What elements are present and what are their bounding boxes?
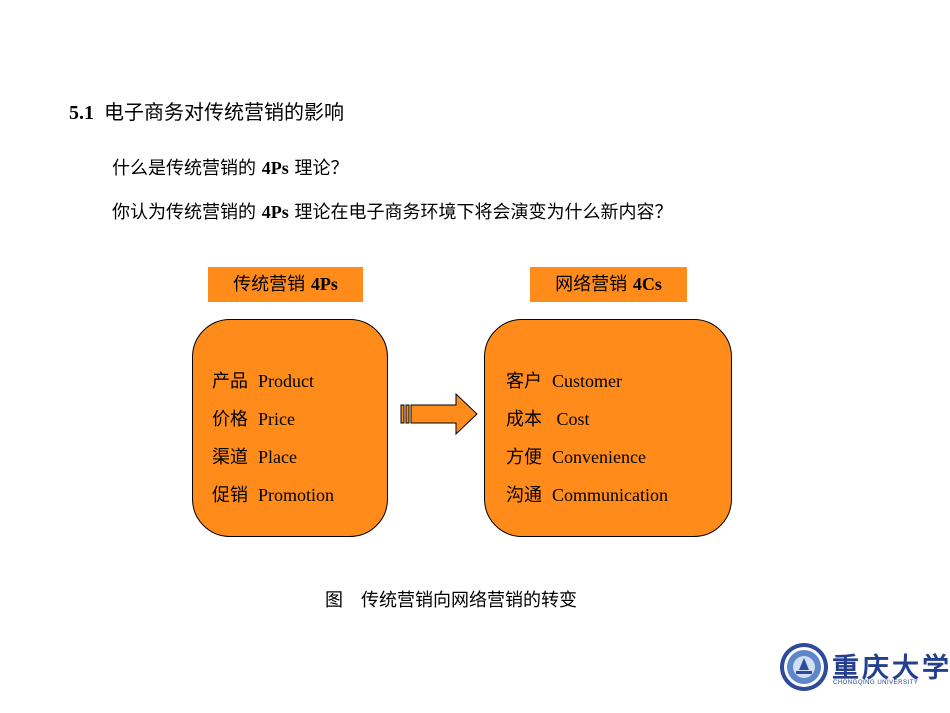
- item-communication-zh: 沟通: [506, 485, 542, 506]
- box-4cs: [484, 319, 732, 537]
- item-promotion-en: Promotion: [258, 485, 335, 505]
- question-1-pre: 什么是传统营销的: [112, 158, 262, 179]
- figure-caption: 图传统营销向网络营销的转变: [325, 586, 577, 612]
- item-communication: 沟通 Communication: [506, 481, 668, 507]
- question-1: 什么是传统营销的 4Ps 理论？: [112, 154, 348, 180]
- item-promotion: 促销 Promotion: [212, 481, 334, 507]
- figure-caption-text: 传统营销向网络营销的转变: [361, 590, 577, 611]
- label-4ps-bold: 4Ps: [310, 274, 338, 294]
- item-product: 产品 Product: [212, 367, 314, 393]
- university-logo-subtitle: CHONGQING UNIVERSITY: [833, 680, 919, 686]
- item-convenience: 方便 Convenience: [506, 443, 646, 469]
- item-customer-zh: 客户: [506, 371, 542, 392]
- item-product-en: Product: [258, 371, 314, 391]
- label-4cs: 网络营销 4Cs: [530, 267, 687, 302]
- section-number: 5.1: [69, 102, 94, 124]
- question-2: 你认为传统营销的 4Ps 理论在电子商务环境下将会演变为什么新内容？: [112, 198, 672, 224]
- item-convenience-en: Convenience: [552, 447, 646, 467]
- section-title-text: 电子商务对传统营销的影响: [104, 100, 344, 124]
- item-product-zh: 产品: [212, 371, 248, 392]
- university-emblem-icon: [780, 643, 828, 691]
- item-price-zh: 价格: [212, 409, 248, 430]
- item-place: 渠道 Place: [212, 443, 297, 469]
- box-4ps: [192, 319, 388, 537]
- question-1-post: 理论？: [288, 158, 349, 179]
- question-2-bold: 4Ps: [261, 202, 289, 222]
- item-cost-en: Cost: [552, 409, 590, 429]
- question-1-bold: 4Ps: [261, 158, 289, 178]
- item-price: 价格 Price: [212, 405, 295, 431]
- section-title: 5.1 电子商务对传统营销的影响: [69, 96, 344, 125]
- figure-label: 图: [325, 590, 343, 611]
- right-arrow-icon: [400, 392, 478, 436]
- item-promotion-zh: 促销: [212, 485, 248, 506]
- label-4ps-zh: 传统营销: [233, 274, 311, 295]
- item-cost: 成本 Cost: [506, 405, 590, 431]
- label-4cs-bold: 4Cs: [632, 274, 662, 294]
- item-customer: 客户 Customer: [506, 367, 622, 393]
- item-cost-zh: 成本: [506, 409, 542, 430]
- question-2-pre: 你认为传统营销的: [112, 202, 262, 223]
- question-2-post: 理论在电子商务环境下将会演变为什么新内容？: [288, 202, 673, 223]
- label-4ps: 传统营销 4Ps: [208, 267, 363, 302]
- item-customer-en: Customer: [552, 371, 622, 391]
- item-place-zh: 渠道: [212, 447, 248, 468]
- item-communication-en: Communication: [552, 485, 668, 505]
- item-convenience-zh: 方便: [506, 447, 542, 468]
- item-place-en: Place: [258, 447, 297, 467]
- label-4cs-zh: 网络营销: [555, 274, 633, 295]
- university-logo-name: 重庆大学: [832, 653, 950, 684]
- item-price-en: Price: [258, 409, 295, 429]
